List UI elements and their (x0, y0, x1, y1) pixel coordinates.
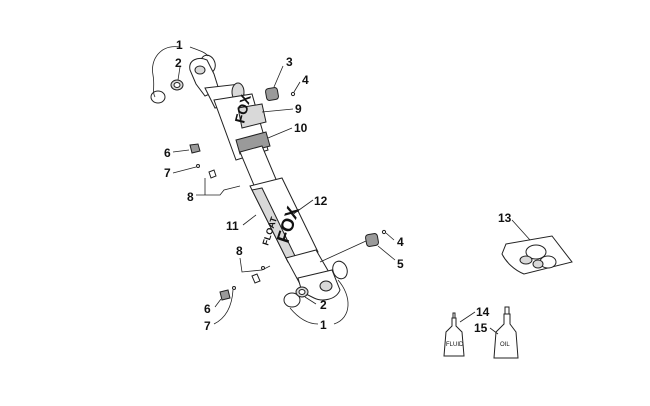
leader-12 (291, 199, 314, 216)
fluid-bottle-label: FLUID (446, 342, 464, 348)
callout-2-upper: 2 (175, 56, 182, 70)
fitting-lower-left (213, 257, 271, 325)
callout-4-lower: 4 (397, 235, 404, 249)
oil-bottle-label: OIL (500, 342, 510, 348)
leader-10 (267, 127, 293, 139)
oil-bottle (489, 306, 519, 359)
callout-6-upper: 6 (164, 146, 171, 160)
callout-8-lower: 8 (236, 244, 243, 258)
upper-bushing (170, 66, 184, 91)
callout-13: 13 (498, 211, 512, 225)
callout-14: 14 (476, 305, 490, 319)
callout-10: 10 (294, 121, 308, 135)
fluid-bottle (443, 311, 476, 357)
callout-11: 11 (226, 219, 239, 233)
callout-7-lower: 7 (204, 319, 211, 333)
callout-2-lower: 2 (320, 298, 327, 312)
leader-9 (261, 108, 294, 113)
decal-fox-upper: FOX (231, 92, 254, 124)
callout-4-upper: 4 (302, 73, 309, 87)
callout-5: 5 (397, 257, 404, 271)
callout-1-lower: 1 (320, 318, 327, 332)
leader-11 (242, 214, 257, 226)
callout-15: 15 (474, 321, 488, 335)
decal-kit (501, 219, 573, 275)
lower-bushing (295, 286, 317, 305)
callout-9: 9 (295, 102, 302, 116)
callout-3: 3 (286, 55, 293, 69)
callout-6-lower: 6 (204, 302, 211, 316)
callout-12: 12 (314, 194, 328, 208)
valve-core-upper (290, 81, 301, 97)
lower-o-rings (283, 260, 349, 325)
reservoir-cap-lower (319, 229, 396, 263)
callout-7-upper: 7 (164, 166, 171, 180)
fitting-upper-left (172, 143, 241, 196)
callout-8-upper: 8 (187, 190, 194, 204)
reservoir-cap-upper (265, 65, 284, 101)
callout-1-upper: 1 (176, 38, 183, 52)
shock-assembly (189, 57, 341, 301)
